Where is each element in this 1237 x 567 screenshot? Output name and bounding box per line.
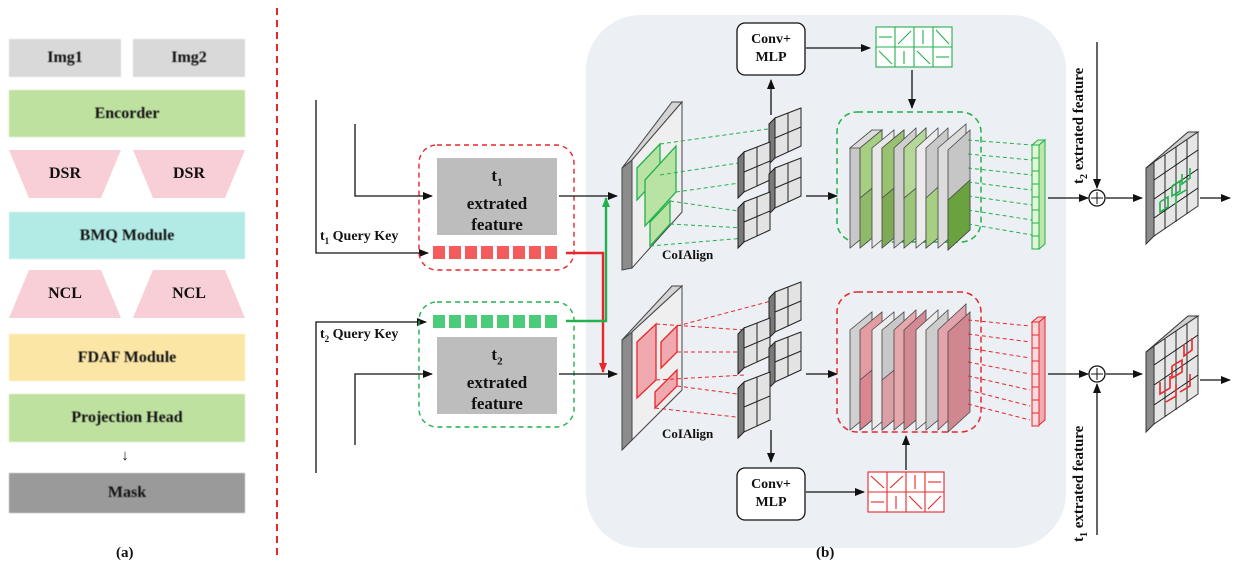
aligned-stack-bottom-group [836, 291, 982, 433]
colalign-panel-bg [586, 15, 1066, 548]
offset-arrow-grid-top [875, 26, 953, 68]
conv-mlp-top-box [736, 22, 806, 76]
output-map-bottom [1145, 315, 1200, 434]
t1-feature-line2: feature [471, 215, 523, 235]
ncl-left-label: NCL [48, 285, 82, 302]
encoder-label: Encorder [94, 104, 160, 122]
right-top-vertical-label: t2 extrated feature [1071, 67, 1090, 184]
bmq-module-block: BMQ Module [9, 212, 245, 259]
caption-b: (b) [816, 545, 835, 561]
t2-feature-group [418, 301, 575, 428]
t1-feature-group [418, 144, 575, 271]
t2-feature-label: t2 extrated feature [437, 344, 557, 414]
encoder-block: Encorder [9, 90, 245, 137]
offset-grid-bottom [737, 281, 802, 440]
t2-query-key-label: t2 Query Key [320, 327, 399, 344]
vector-column-top [1030, 138, 1047, 251]
fdaf-module-label: FDAF Module [77, 348, 177, 366]
offset-grid-top [737, 107, 802, 250]
projection-head-block: Projection Head [9, 394, 245, 442]
colalign-bottom-label: CoIAlign [662, 426, 714, 441]
ncl-left-shape [9, 270, 121, 318]
conv-mlp-top-label: Conv+ MLP [751, 32, 791, 65]
t2-feature-sub: 2 [497, 355, 503, 368]
aligned-stack-top [848, 123, 971, 251]
dsr-left-label: DSR [48, 165, 81, 182]
t1-query-key-label: t1 Query Key [320, 229, 399, 246]
mask-label: Mask [107, 484, 147, 501]
img1-block: Img1 [9, 39, 121, 77]
output-map-top [1145, 131, 1200, 246]
aligned-stack-bottom [849, 303, 971, 433]
mask-block: Mask [9, 473, 245, 513]
conv-mlp-bottom-label: Conv+ MLP [751, 477, 791, 510]
dsr-right-label: DSR [172, 165, 205, 182]
colalign-top-slab [621, 100, 684, 271]
bmq-module-label: BMQ Module [79, 226, 175, 244]
t2-feature-block [437, 337, 557, 414]
aligned-stack-top-group [836, 111, 982, 243]
red-query-arrow [566, 251, 607, 373]
t2-query-token-row [433, 315, 557, 328]
ncl-right-label: NCL [172, 285, 206, 302]
img1-label: Img1 [47, 49, 83, 66]
t1-query-token-row [433, 246, 557, 259]
colalign-top-label: CoIAlign [662, 247, 714, 262]
right-bottom-vertical-label: t1 extrated feature [1071, 425, 1090, 542]
dsr-left-shape [9, 150, 121, 198]
t1-feature-sub: 1 [497, 176, 503, 189]
vector-column-bottom [1030, 315, 1047, 427]
img2-block: Img2 [133, 39, 245, 77]
fdaf-module-block: FDAF Module [9, 334, 245, 381]
img2-label: Img2 [171, 49, 207, 66]
dsr-right-shape [133, 150, 245, 198]
green-query-arrow [566, 197, 610, 323]
offset-arrow-grid-bottom [867, 471, 945, 513]
projection-head-label: Projection Head [71, 409, 183, 426]
down-arrow-icon: ↓ [121, 447, 129, 464]
ncl-right-shape [133, 270, 245, 318]
caption-a: (a) [116, 545, 134, 561]
t2-feature-line2: feature [471, 394, 523, 414]
t1-feature-label: t1 extrated feature [437, 165, 557, 235]
t1-feature-line1: extrated [466, 194, 528, 214]
t1-feature-block [437, 158, 557, 235]
conv-mlp-bottom-box [736, 467, 806, 521]
t2-feature-line1: extrated [466, 373, 528, 393]
input-lines [315, 100, 433, 473]
